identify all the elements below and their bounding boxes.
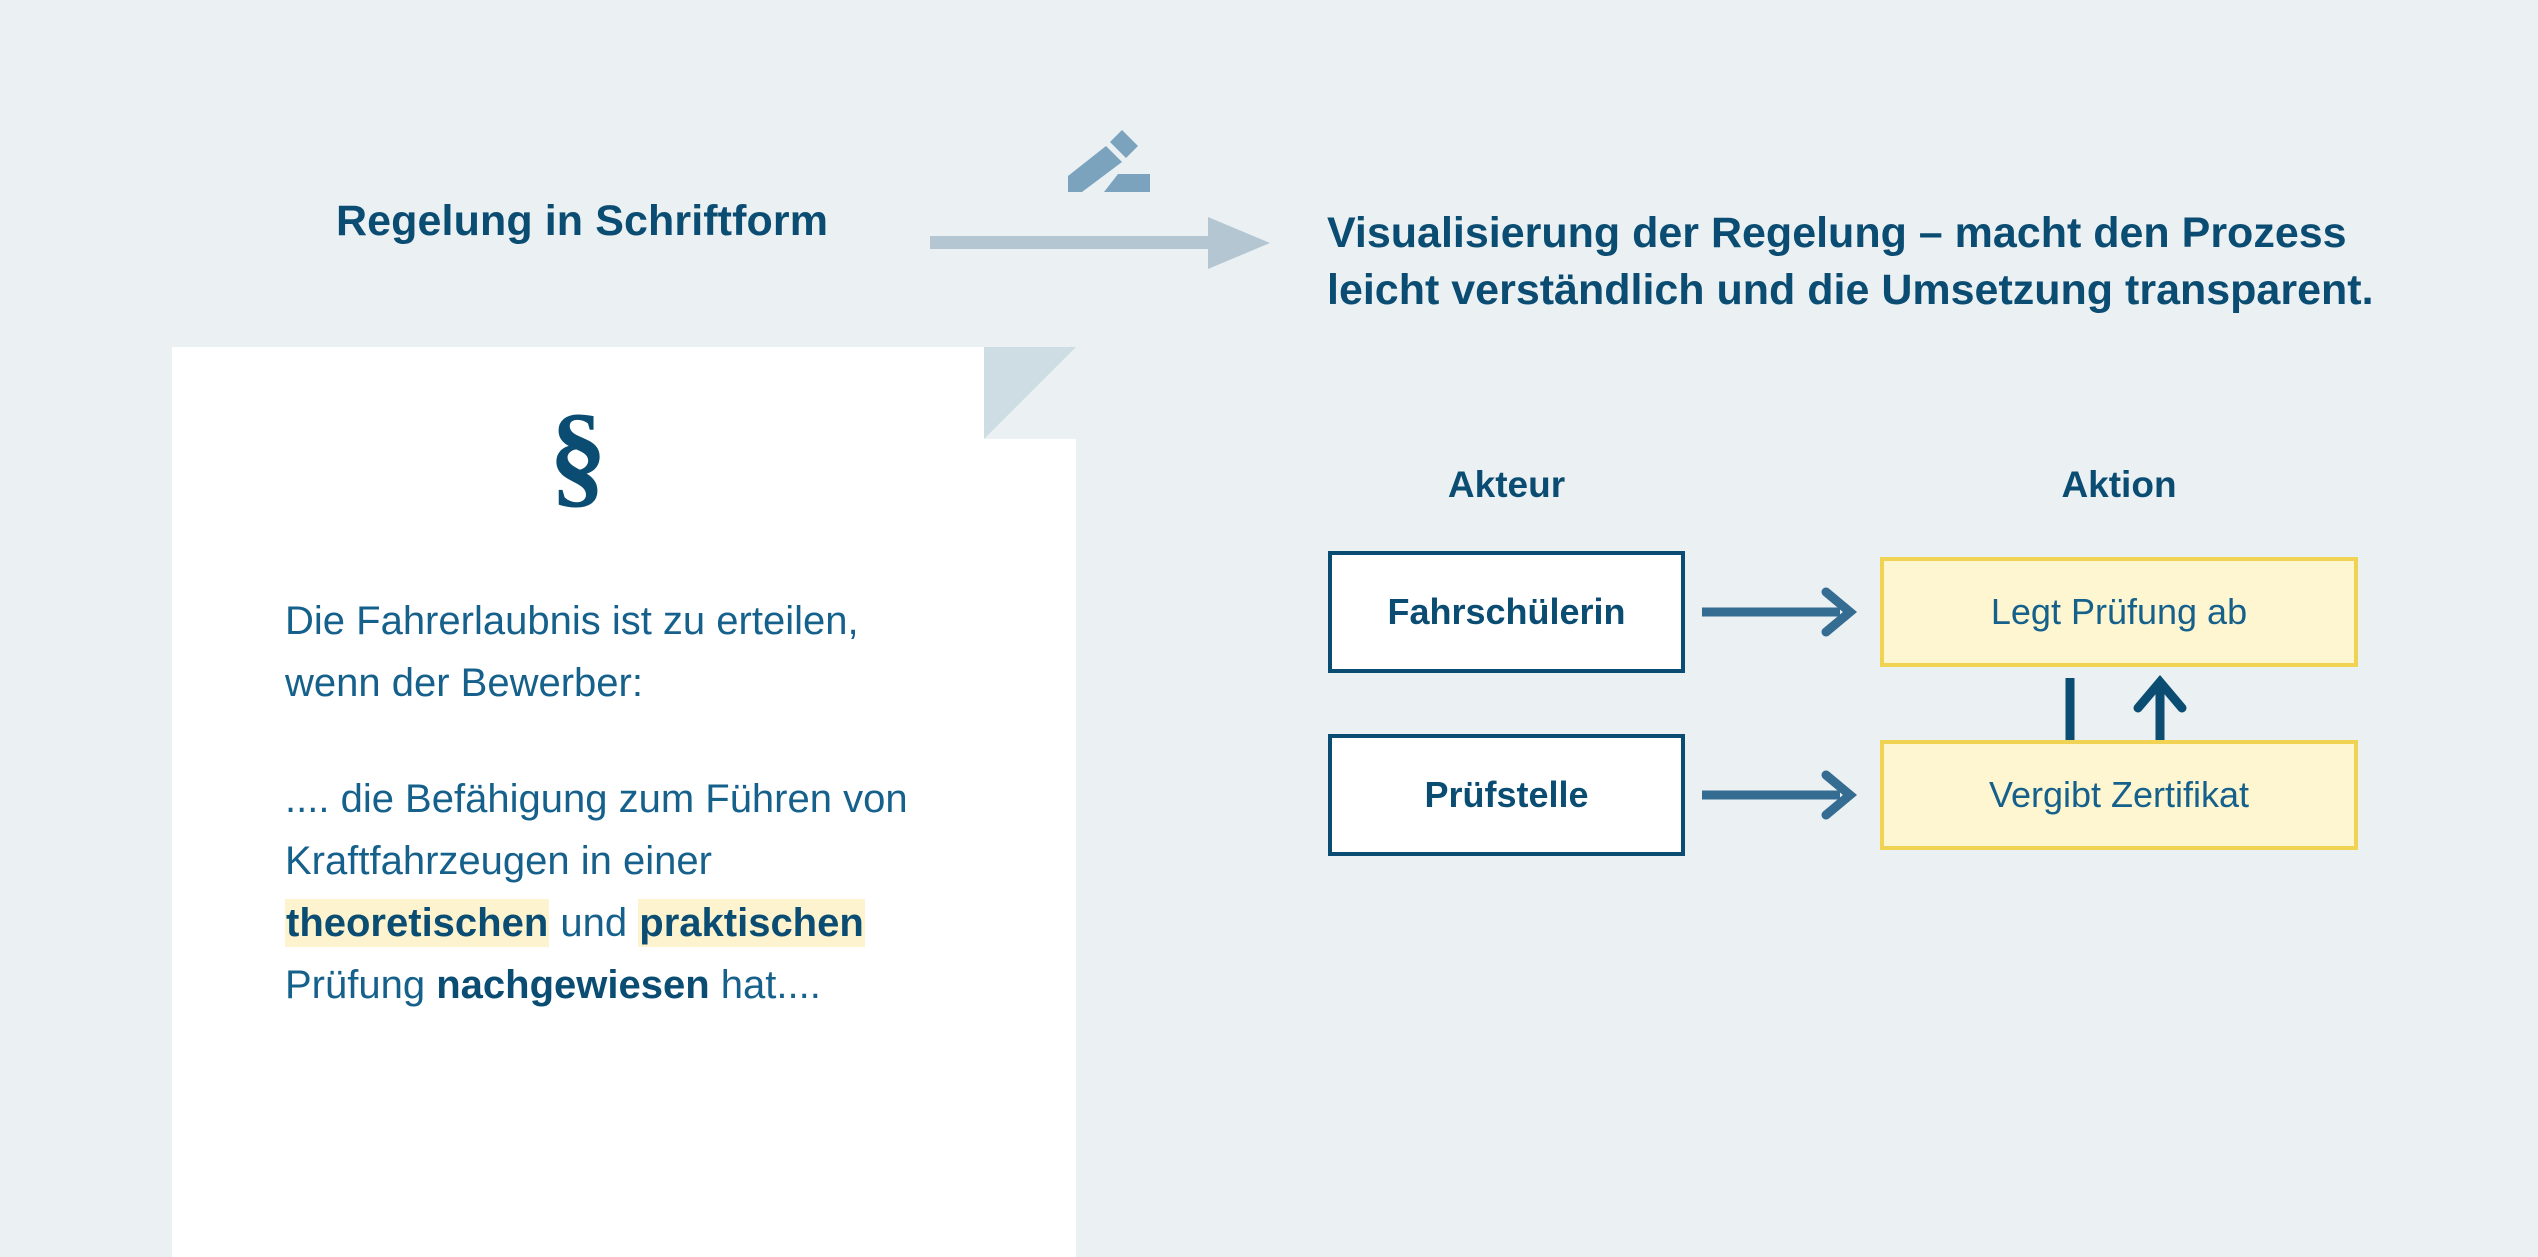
paragraph-section-symbol: § <box>549 391 607 519</box>
actor-node-pruefstelle[interactable]: Prüfstelle <box>1328 734 1685 856</box>
right-header-text: Visualisierung der Regelung – macht den … <box>1327 205 2447 319</box>
column-header-actor: Akteur <box>1447 464 1566 505</box>
document-body-text: Die Fahrerlaubnis ist zu erteilen, wenn … <box>285 590 985 1016</box>
pencil-edit-icon <box>1068 130 1150 192</box>
document-line-3: .... die Befähigung zum Führen von <box>285 777 908 821</box>
document-line-2: wenn der Bewerber: <box>285 661 643 705</box>
page-fold-corner <box>984 347 1076 439</box>
action-node-legt-pruefung-ab[interactable]: Legt Prüfung ab <box>1880 557 2358 667</box>
left-header-label: Regelung in Schriftform <box>336 197 829 245</box>
document-line-4: Kraftfahrzeugen in einer <box>285 839 712 883</box>
highlight-praktisch: praktischen <box>638 899 865 947</box>
column-header-action: Aktion <box>2061 464 2177 505</box>
row-2-right-arrow-icon <box>1700 769 1866 821</box>
process-diagram: Akteur Aktion Fahrschülerin Legt Prüfung… <box>1328 466 2358 1026</box>
line6-prefix: Prüfung <box>285 963 437 1007</box>
document-line-1: Die Fahrerlaubnis ist zu erteilen, <box>285 599 859 643</box>
legal-document-sheet: § Die Fahrerlaubnis ist zu erteilen, wen… <box>172 347 1076 1257</box>
bold-nachgewiesen: nachgewiesen <box>436 963 710 1007</box>
line6-suffix: hat.... <box>709 963 821 1007</box>
paragraph-gap <box>285 714 985 768</box>
line5-connector: und <box>549 901 639 945</box>
transition-arrow-icon <box>930 212 1270 274</box>
right-header-line-2: leicht verständlich und die Umsetzung tr… <box>1327 265 2374 314</box>
document-line-5: theoretischen und praktischen <box>285 892 985 954</box>
row-1-right-arrow-icon <box>1700 586 1866 638</box>
highlight-theoretisch: theoretischen <box>285 899 550 947</box>
right-header-line-1: Visualisierung der Regelung – macht den … <box>1327 209 2347 257</box>
document-line-6: Prüfung nachgewiesen hat.... <box>285 954 985 1016</box>
action-node-vergibt-zertifikat[interactable]: Vergibt Zertifikat <box>1880 740 2358 850</box>
actor-node-fahrschuelerin[interactable]: Fahrschülerin <box>1328 551 1685 673</box>
